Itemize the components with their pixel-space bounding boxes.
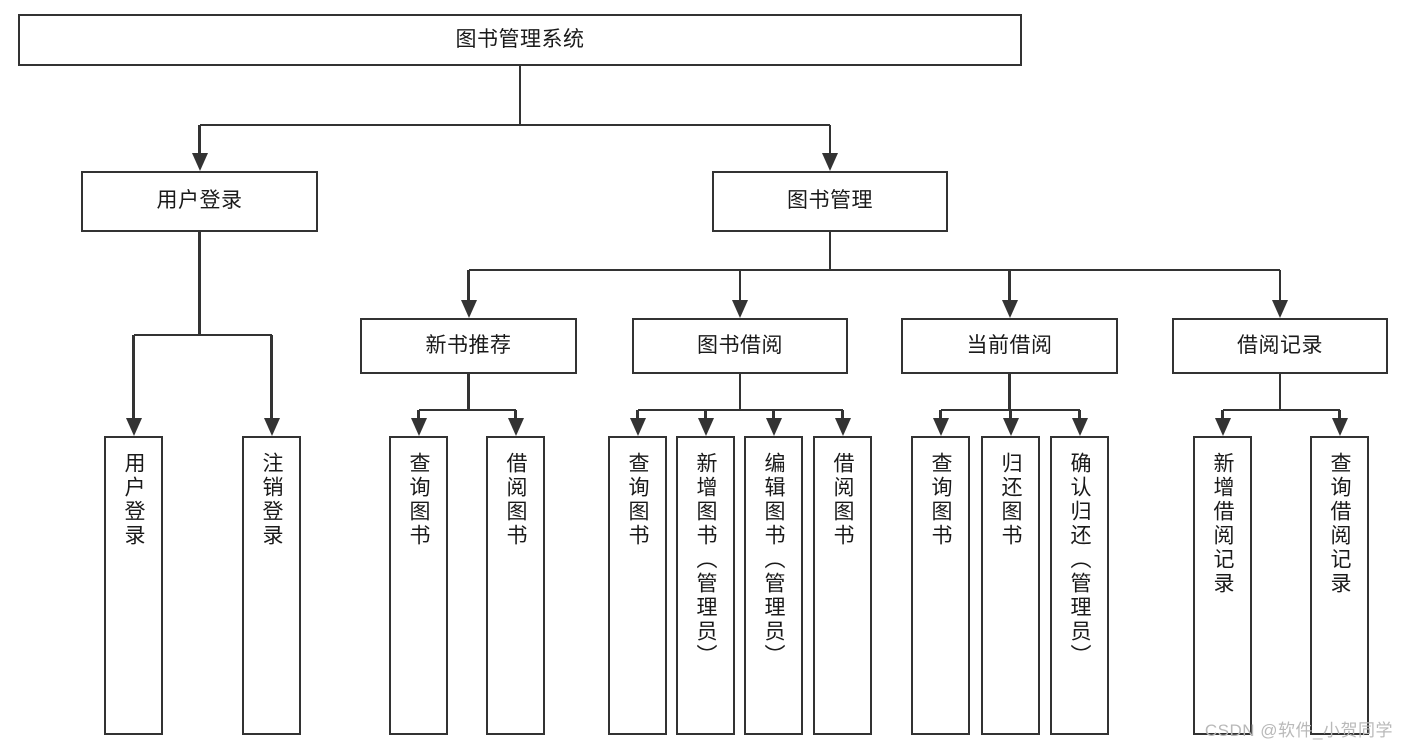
- node-leaf-10[interactable]: 确认归还（管理员）: [1050, 436, 1109, 735]
- connector-bus: [637, 408, 843, 412]
- arrowhead-icon: [1272, 300, 1288, 318]
- arrowhead-icon: [460, 300, 477, 318]
- arrowhead-icon: [507, 418, 524, 436]
- node-leaf-3[interactable]: 借阅图书: [486, 436, 545, 735]
- node-label: 图书借阅: [697, 333, 783, 357]
- node-level3-2[interactable]: 当前借阅: [901, 318, 1118, 374]
- node-leaf-4[interactable]: 查询图书: [608, 436, 667, 735]
- arrowhead-icon: [697, 418, 714, 436]
- arrowhead-icon: [125, 418, 142, 436]
- connector-drop: [1078, 410, 1081, 418]
- node-label: 图书管理系统: [455, 27, 585, 51]
- arrowhead-icon: [822, 153, 838, 171]
- connector-drop: [198, 125, 201, 153]
- connector-drop: [772, 410, 775, 418]
- connector-bus: [199, 123, 830, 127]
- node-level2-0[interactable]: 用户登录: [81, 171, 318, 232]
- arrowhead-icon: [1071, 418, 1088, 436]
- node-label: 借阅图书: [831, 452, 854, 548]
- node-leaf-9[interactable]: 归还图书: [981, 436, 1040, 735]
- connector-drop: [738, 270, 742, 300]
- connector-drop: [704, 410, 707, 418]
- node-leaf-2[interactable]: 查询图书: [389, 436, 448, 735]
- connector-stem: [518, 66, 522, 125]
- node-label: 归还图书: [999, 452, 1022, 548]
- node-leaf-8[interactable]: 查询图书: [911, 436, 970, 735]
- csdn-watermark: CSDN @软件_小贺同学: [1204, 721, 1393, 740]
- connector-stem: [738, 374, 742, 410]
- connector-bus: [133, 333, 272, 337]
- node-level3-0[interactable]: 新书推荐: [360, 318, 577, 374]
- connector-drop: [636, 410, 639, 418]
- node-leaf-11[interactable]: 新增借阅记录: [1193, 436, 1252, 735]
- connector-drop: [514, 410, 517, 418]
- arrowhead-icon: [732, 300, 748, 318]
- connector-drop: [270, 335, 273, 418]
- node-label: 查询图书: [929, 452, 952, 548]
- connector-bus: [418, 408, 516, 412]
- connector-stem: [1008, 374, 1011, 410]
- node-label: 用户登录: [156, 189, 243, 213]
- node-label: 确认归还（管理员）: [1068, 452, 1091, 668]
- node-label: 借阅记录: [1237, 333, 1323, 357]
- connector-stem: [1278, 374, 1282, 410]
- node-label: 编辑图书（管理员）: [762, 452, 785, 668]
- node-label: 注销登录: [260, 452, 283, 548]
- arrowhead-icon: [263, 418, 280, 436]
- node-leaf-12[interactable]: 查询借阅记录: [1310, 436, 1369, 735]
- connector-drop: [417, 410, 420, 418]
- connector-drop: [467, 270, 470, 300]
- node-label: 新书推荐: [425, 333, 512, 357]
- node-leaf-1[interactable]: 注销登录: [242, 436, 301, 735]
- node-label: 当前借阅: [966, 333, 1053, 357]
- connector-stem: [198, 232, 201, 335]
- node-leaf-6[interactable]: 编辑图书（管理员）: [744, 436, 803, 735]
- node-label: 新增图书（管理员）: [694, 452, 717, 668]
- arrowhead-icon: [1002, 418, 1019, 436]
- connector-drop: [1338, 410, 1341, 418]
- arrowhead-icon: [765, 418, 782, 436]
- node-root[interactable]: 图书管理系统: [18, 14, 1022, 66]
- connector-drop: [1008, 270, 1011, 300]
- connector-drop: [1278, 270, 1282, 300]
- connector-drop: [841, 410, 844, 418]
- node-leaf-5[interactable]: 新增图书（管理员）: [676, 436, 735, 735]
- node-label: 查询图书: [626, 452, 649, 548]
- connector-drop: [828, 125, 832, 153]
- connector-drop: [1009, 410, 1012, 418]
- arrowhead-icon: [932, 418, 949, 436]
- arrowhead-icon: [834, 418, 851, 436]
- node-level3-3[interactable]: 借阅记录: [1172, 318, 1388, 374]
- connector-drop: [939, 410, 942, 418]
- node-label: 借阅图书: [504, 452, 527, 548]
- connector-bus: [1222, 408, 1340, 412]
- node-label: 新增借阅记录: [1211, 452, 1234, 596]
- node-label: 用户登录: [122, 452, 145, 548]
- node-leaf-7[interactable]: 借阅图书: [813, 436, 872, 735]
- node-label: 图书管理: [787, 189, 873, 213]
- arrowhead-icon: [191, 153, 208, 171]
- connector-stem: [467, 374, 470, 410]
- connector-drop: [132, 335, 135, 418]
- arrowhead-icon: [629, 418, 646, 436]
- arrowhead-icon: [1214, 418, 1231, 436]
- node-level3-1[interactable]: 图书借阅: [632, 318, 848, 374]
- node-level2-1[interactable]: 图书管理: [712, 171, 948, 232]
- node-leaf-0[interactable]: 用户登录: [104, 436, 163, 735]
- node-label: 查询借阅记录: [1328, 452, 1351, 596]
- connector-stem: [828, 232, 832, 270]
- connector-drop: [1221, 410, 1224, 418]
- arrowhead-icon: [1331, 418, 1348, 436]
- arrowhead-icon: [410, 418, 427, 436]
- node-label: 查询图书: [407, 452, 430, 548]
- connector-bus: [468, 268, 1280, 272]
- arrowhead-icon: [1001, 300, 1018, 318]
